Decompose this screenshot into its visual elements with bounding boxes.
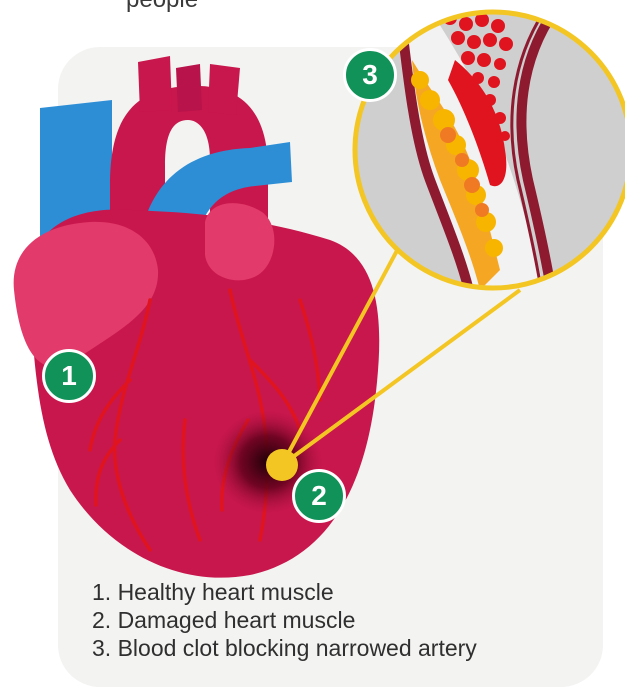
right-atrium xyxy=(205,203,274,280)
legend-item-1: 1. Healthy heart muscle xyxy=(92,578,477,606)
legend: 1. Healthy heart muscle 2. Damaged heart… xyxy=(92,578,477,662)
legend-item-3: 3. Blood clot blocking narrowed artery xyxy=(92,634,477,662)
aorta-branch-1 xyxy=(138,56,172,112)
badge-2: 2 xyxy=(292,469,346,523)
legend-item-2: 2. Damaged heart muscle xyxy=(92,606,477,634)
callout-point xyxy=(266,449,298,481)
aorta-branch-2 xyxy=(176,64,202,112)
badge-3: 3 xyxy=(343,48,397,102)
badge-1: 1 xyxy=(42,349,96,403)
aorta-branch-3 xyxy=(208,64,240,115)
